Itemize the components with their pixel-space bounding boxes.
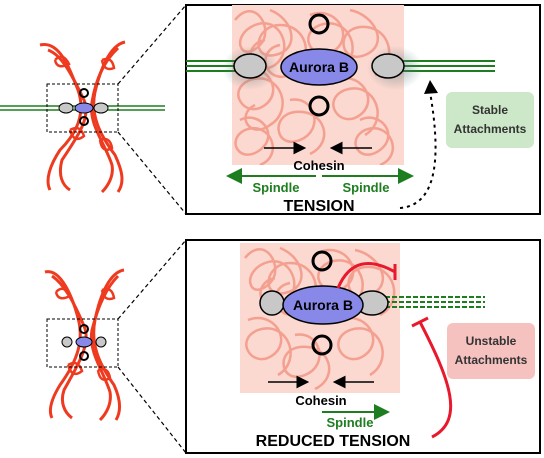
bottom-spindle-label: Spindle: [327, 415, 374, 430]
top-zoom-line-upper: [117, 4, 187, 85]
bottom-zoom-line-lower: [117, 366, 187, 454]
top-right-kinetochore: [371, 53, 405, 79]
top-cohesin-ring-lower: [308, 95, 330, 117]
top-spindle-label-left: Spindle: [253, 180, 300, 195]
stable-attachments-box: [446, 92, 534, 148]
stable-attachments-line2: Attachments: [454, 122, 527, 136]
top-tension-label: TENSION: [283, 198, 354, 215]
unstable-attachments-box: [447, 323, 535, 379]
top-dotted-arrow-head: [424, 80, 438, 94]
bottom-zoom-line-upper: [117, 239, 187, 320]
unstable-attachments-line1: Unstable: [466, 334, 517, 348]
stable-attachments-line1: Stable: [472, 103, 508, 117]
unstable-attachments-line2: Attachments: [455, 353, 528, 367]
bottom-left-kinetochore: [259, 290, 285, 316]
bottom-aurora-b-label: Aurora B: [293, 297, 353, 313]
top-small-chromosome: [0, 40, 165, 194]
top-aurora-b-label: Aurora B: [289, 59, 349, 75]
inhibition-bar-lower: [411, 316, 429, 328]
top-cohesin-label: Cohesin: [293, 158, 344, 173]
top-cohesin-ring-upper: [308, 13, 330, 35]
bottom-aurora-b: [282, 285, 364, 325]
bottom-spindle-dashed: [385, 296, 485, 308]
bottom-cohesin-ring-lower: [311, 334, 333, 356]
bottom-tension-label: REDUCED TENSION: [256, 433, 411, 450]
top-spindle-label-right: Spindle: [343, 180, 390, 195]
top-aurora-b: [280, 48, 358, 86]
bottom-cohesin-label: Cohesin: [295, 393, 346, 408]
top-dotted-arrow: [399, 91, 437, 209]
top-zoom-line-lower: [117, 131, 187, 215]
bottom-small-chromosome: [44, 268, 125, 422]
inhibition-arc-lower: [418, 321, 453, 439]
inhibition-arc-upper: [336, 262, 396, 289]
bottom-cohesin-ring-upper: [311, 250, 333, 272]
top-left-kinetochore: [233, 53, 267, 79]
